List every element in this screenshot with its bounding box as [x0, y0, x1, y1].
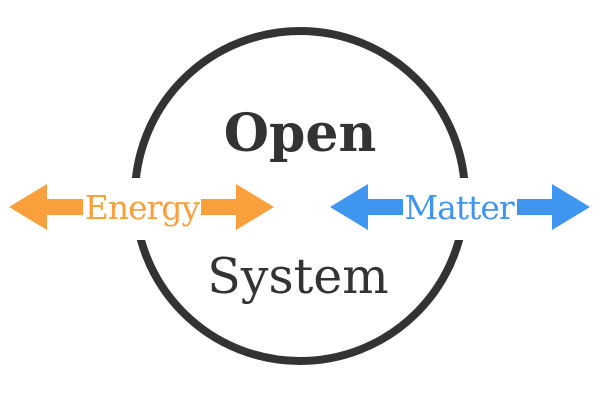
- circle-title-open: Open: [224, 103, 377, 164]
- energy-label: Energy: [85, 188, 201, 227]
- matter-outflow-arrow-icon: [517, 184, 590, 230]
- matter-label-mask: [406, 178, 512, 240]
- energy-outflow-arrow-icon: [9, 184, 83, 230]
- matter-inflow-arrow-icon: [330, 184, 403, 230]
- circle-title-system: System: [207, 248, 389, 305]
- energy-inflow-arrow-icon: [201, 184, 274, 230]
- matter-label: Matter: [404, 188, 515, 227]
- energy-label-mask: [86, 178, 200, 240]
